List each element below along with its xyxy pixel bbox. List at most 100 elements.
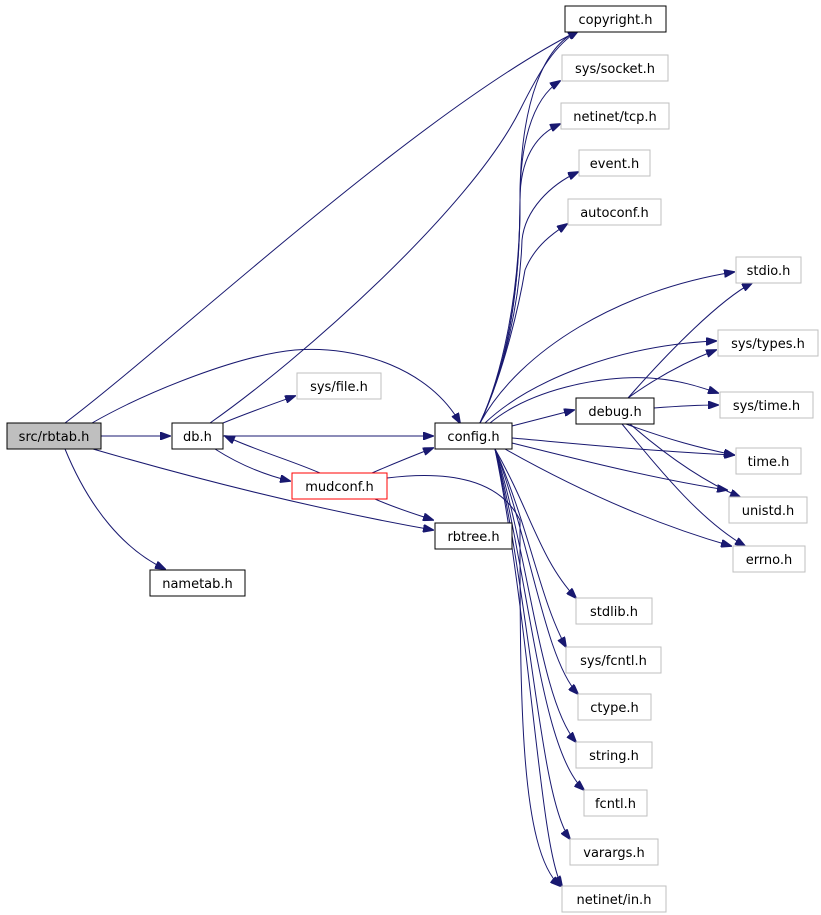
node-label: sys/file.h	[310, 380, 368, 395]
edge-config-to-time	[511, 437, 734, 455]
node-label: nametab.h	[162, 577, 233, 592]
edge-db-to-sysfile	[222, 396, 295, 424]
edge-mudconf-to-rbtree	[374, 498, 433, 520]
node-label: sys/fcntl.h	[580, 654, 647, 669]
node-label: autoconf.h	[580, 206, 649, 221]
node-label: string.h	[589, 749, 639, 764]
node-autoconf: autoconf.h	[567, 198, 662, 226]
node-box	[149, 569, 246, 597]
node-box	[561, 885, 667, 913]
node-fcntl: fcntl.h	[583, 789, 648, 817]
edge-rbtab-to-copyright	[64, 31, 578, 424]
node-box	[717, 329, 819, 357]
node-label: mudconf.h	[305, 480, 374, 495]
node-stdio: stdio.h	[735, 256, 802, 284]
node-label: db.h	[183, 430, 212, 445]
edge-config-to-autoconf	[479, 224, 567, 424]
node-label: event.h	[590, 157, 639, 172]
node-string: string.h	[575, 741, 653, 769]
node-label: sys/time.h	[733, 399, 800, 414]
edge-db-to-copyright	[209, 31, 578, 424]
node-box	[735, 256, 802, 284]
edge-config-to-string	[494, 448, 576, 742]
edge-config-to-varargs	[494, 448, 570, 839]
node-label: rbtree.h	[447, 530, 499, 545]
edge-config-to-netinetin	[494, 448, 562, 886]
node-box	[561, 54, 669, 82]
node-time: time.h	[735, 447, 802, 475]
node-label: netinet/in.h	[577, 893, 652, 908]
node-label: unistd.h	[742, 504, 795, 519]
node-label: copyright.h	[579, 13, 653, 28]
node-label: netinet/tcp.h	[573, 110, 657, 125]
node-box	[171, 422, 224, 450]
edge-debug-to-systypes	[627, 350, 716, 399]
node-event: event.h	[578, 149, 651, 177]
node-label: stdio.h	[747, 264, 791, 279]
edge-db-to-mudconf	[214, 448, 290, 481]
edge-config-to-sysfcntl	[494, 448, 566, 647]
node-label: sys/socket.h	[575, 62, 655, 77]
edge-rbtab-to-nametab	[64, 448, 165, 569]
node-box	[564, 5, 667, 33]
node-box	[577, 693, 652, 721]
edge-rbtab-to-rbtree	[92, 448, 433, 530]
node-sysfile: sys/file.h	[296, 372, 382, 400]
node-label: time.h	[748, 455, 790, 470]
node-box	[296, 372, 382, 400]
node-box	[575, 397, 655, 425]
node-copyright[interactable]: copyright.h	[564, 5, 667, 33]
node-label: varargs.h	[583, 846, 644, 861]
node-box	[728, 496, 808, 524]
node-label: sys/types.h	[731, 337, 805, 352]
node-box	[291, 472, 388, 500]
edge-rbtab-to-config	[91, 348, 460, 423]
node-mudconf[interactable]: mudconf.h	[291, 472, 388, 500]
node-box	[575, 597, 653, 625]
node-box	[434, 422, 513, 450]
edge-config-to-stdlib	[494, 448, 576, 598]
node-box	[565, 646, 662, 674]
node-rbtab[interactable]: src/rbtab.h	[6, 422, 102, 450]
node-config[interactable]: config.h	[434, 422, 513, 450]
node-sysfcntl: sys/fcntl.h	[565, 646, 662, 674]
edge-config-to-stdio	[479, 272, 734, 424]
edges-layer	[64, 31, 752, 886]
node-box	[732, 545, 806, 573]
node-label: errno.h	[746, 553, 793, 568]
node-box	[434, 522, 513, 550]
node-rbtree[interactable]: rbtree.h	[434, 522, 513, 550]
node-systypes: sys/types.h	[717, 329, 819, 357]
node-db[interactable]: db.h	[171, 422, 224, 450]
node-label: fcntl.h	[595, 797, 636, 812]
edge-config-to-systime	[489, 377, 718, 424]
edge-debug-to-systime	[653, 405, 718, 408]
node-box	[583, 789, 648, 817]
node-debug[interactable]: debug.h	[575, 397, 655, 425]
node-label: debug.h	[588, 405, 641, 420]
edge-config-to-event	[479, 172, 578, 424]
node-netinetin: netinet/in.h	[561, 885, 667, 913]
node-box	[575, 741, 653, 769]
edge-debug-to-errno	[621, 423, 745, 546]
node-systime: sys/time.h	[719, 391, 814, 419]
edge-config-to-debug	[511, 410, 574, 427]
edge-mudconf-to-db	[225, 436, 321, 474]
node-stdlib: stdlib.h	[575, 597, 653, 625]
node-label: config.h	[447, 430, 499, 445]
edge-debug-to-stdio	[627, 283, 752, 399]
node-box	[735, 447, 802, 475]
node-nametab[interactable]: nametab.h	[149, 569, 246, 597]
node-label: src/rbtab.h	[19, 430, 90, 445]
edge-debug-to-unistd	[629, 423, 740, 497]
node-syssocket: sys/socket.h	[561, 54, 669, 82]
node-box	[567, 198, 662, 226]
node-box	[560, 102, 670, 130]
edge-debug-to-time	[625, 423, 734, 455]
node-label: stdlib.h	[590, 605, 638, 620]
edge-config-to-unistd	[511, 442, 727, 490]
node-box	[569, 838, 659, 866]
edge-config-to-errno	[504, 448, 731, 546]
nodes-layer: src/rbtab.h db.h nametab.h mudconf.h config.…	[6, 5, 819, 913]
